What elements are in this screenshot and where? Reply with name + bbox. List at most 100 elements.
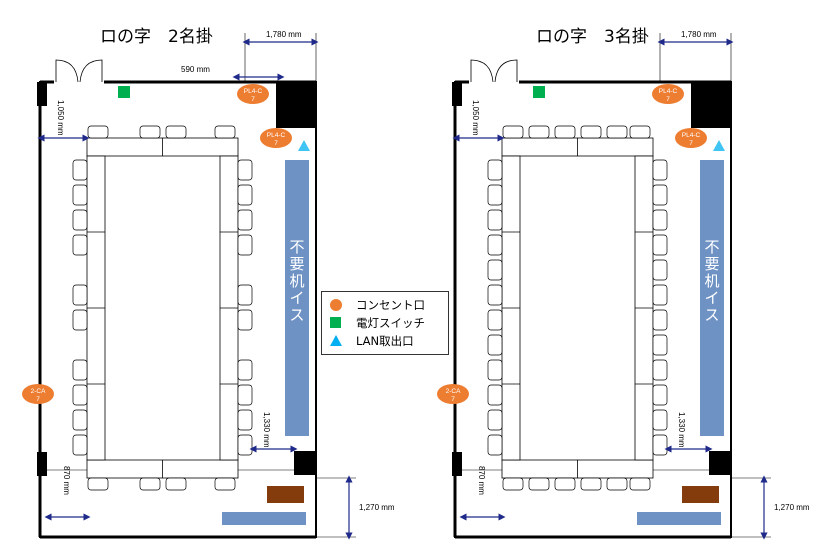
dim-label-left: 1,050 mm — [471, 100, 480, 136]
door-gap — [469, 80, 519, 84]
chair — [72, 184, 88, 206]
dim-label-height: 1,270 mm — [774, 503, 810, 512]
chair — [652, 184, 668, 206]
chair — [502, 125, 524, 139]
light-switch-icon — [533, 86, 545, 98]
chair — [606, 125, 628, 139]
outlet-label: PL4-C — [244, 88, 263, 95]
dim-label-bottom: 870 mm — [62, 466, 71, 495]
chair — [87, 477, 109, 491]
chair — [487, 284, 503, 306]
chair — [214, 125, 236, 139]
outlet-circle-icon — [330, 299, 342, 311]
chair — [237, 434, 253, 456]
door-gap — [54, 80, 104, 84]
column-bottom-right — [709, 451, 731, 475]
chair — [87, 125, 109, 139]
outlet-label: 2-CA — [31, 388, 46, 395]
outlet-label: 7 — [274, 140, 278, 147]
chair — [487, 234, 503, 256]
chair — [237, 234, 253, 256]
outlet-icon — [22, 384, 54, 404]
chair — [554, 477, 576, 491]
outlet-icon — [260, 128, 292, 148]
door-right — [494, 59, 518, 83]
dim-label-right: 1,330 mm — [677, 412, 686, 448]
column-bottom-left — [37, 452, 47, 476]
chair — [165, 477, 187, 491]
dim-label-bottom: 870 mm — [477, 466, 486, 495]
outlet-label: PL4-C — [659, 88, 678, 95]
storage-label-char: 不 — [704, 238, 719, 256]
chair — [528, 125, 550, 139]
chair — [72, 409, 88, 431]
chair — [487, 359, 503, 381]
chair — [554, 125, 576, 139]
chair — [487, 384, 503, 406]
chair — [528, 477, 550, 491]
chair — [487, 159, 503, 181]
chair — [487, 334, 503, 356]
legend: コンセント口 電灯スイッチ LAN取出口 — [321, 291, 449, 355]
chair — [652, 359, 668, 381]
chair — [165, 125, 187, 139]
outlet-icon — [652, 84, 684, 104]
outlet-label: 7 — [36, 396, 40, 403]
counter-strip — [222, 512, 306, 525]
dim-label-left: 1,050 mm — [56, 100, 65, 136]
chair — [487, 209, 503, 231]
column-top-left — [37, 82, 47, 106]
dim-label-top: 1,780 mm — [681, 30, 717, 39]
storage-label-char: 不 — [289, 238, 304, 256]
column-bottom-right — [294, 451, 316, 475]
legend-item-outlet: コンセント口 — [328, 296, 442, 314]
chair — [72, 284, 88, 306]
chair — [487, 309, 503, 331]
chair — [629, 125, 651, 139]
plan-title-2: ロの字 2名掛 — [100, 27, 213, 47]
storage-area — [700, 160, 724, 436]
legend-label-switch: 電灯スイッチ — [356, 316, 425, 330]
chair — [606, 477, 628, 491]
chair — [487, 184, 503, 206]
lan-triangle-icon — [330, 335, 342, 346]
dim-label-right: 1,330 mm — [262, 412, 271, 448]
outlet-label: 7 — [689, 140, 693, 147]
storage-label-char: イ — [289, 289, 304, 307]
chair — [652, 309, 668, 331]
lan-port-icon — [713, 140, 725, 151]
storage-label-char: 要 — [289, 255, 304, 273]
chair — [214, 477, 236, 491]
door-left — [55, 59, 79, 83]
chair — [487, 259, 503, 281]
legend-label-outlet: コンセント口 — [356, 298, 425, 312]
chair — [237, 284, 253, 306]
storage-area — [285, 160, 309, 436]
storage-label-char: 要 — [704, 255, 719, 273]
chair — [652, 334, 668, 356]
outlet-label: 7 — [666, 96, 670, 103]
chair — [139, 477, 161, 491]
outlet-icon — [237, 84, 269, 104]
chair — [72, 234, 88, 256]
chair — [652, 259, 668, 281]
chair — [72, 209, 88, 231]
light-switch-square-icon — [330, 317, 341, 328]
outlet-icon — [675, 128, 707, 148]
chair — [487, 409, 503, 431]
dim-label-height: 1,270 mm — [359, 503, 395, 512]
chair — [72, 434, 88, 456]
equipment-box — [267, 486, 304, 503]
chair — [72, 309, 88, 331]
storage-label-char: 机 — [289, 272, 304, 290]
chair — [237, 209, 253, 231]
chair — [652, 434, 668, 456]
chair — [652, 284, 668, 306]
chair — [237, 384, 253, 406]
column-top-right — [691, 82, 731, 128]
chair — [652, 159, 668, 181]
column-top-left — [452, 82, 462, 106]
outlet-label: 2-CA — [446, 388, 461, 395]
storage-label-char: イ — [704, 289, 719, 307]
